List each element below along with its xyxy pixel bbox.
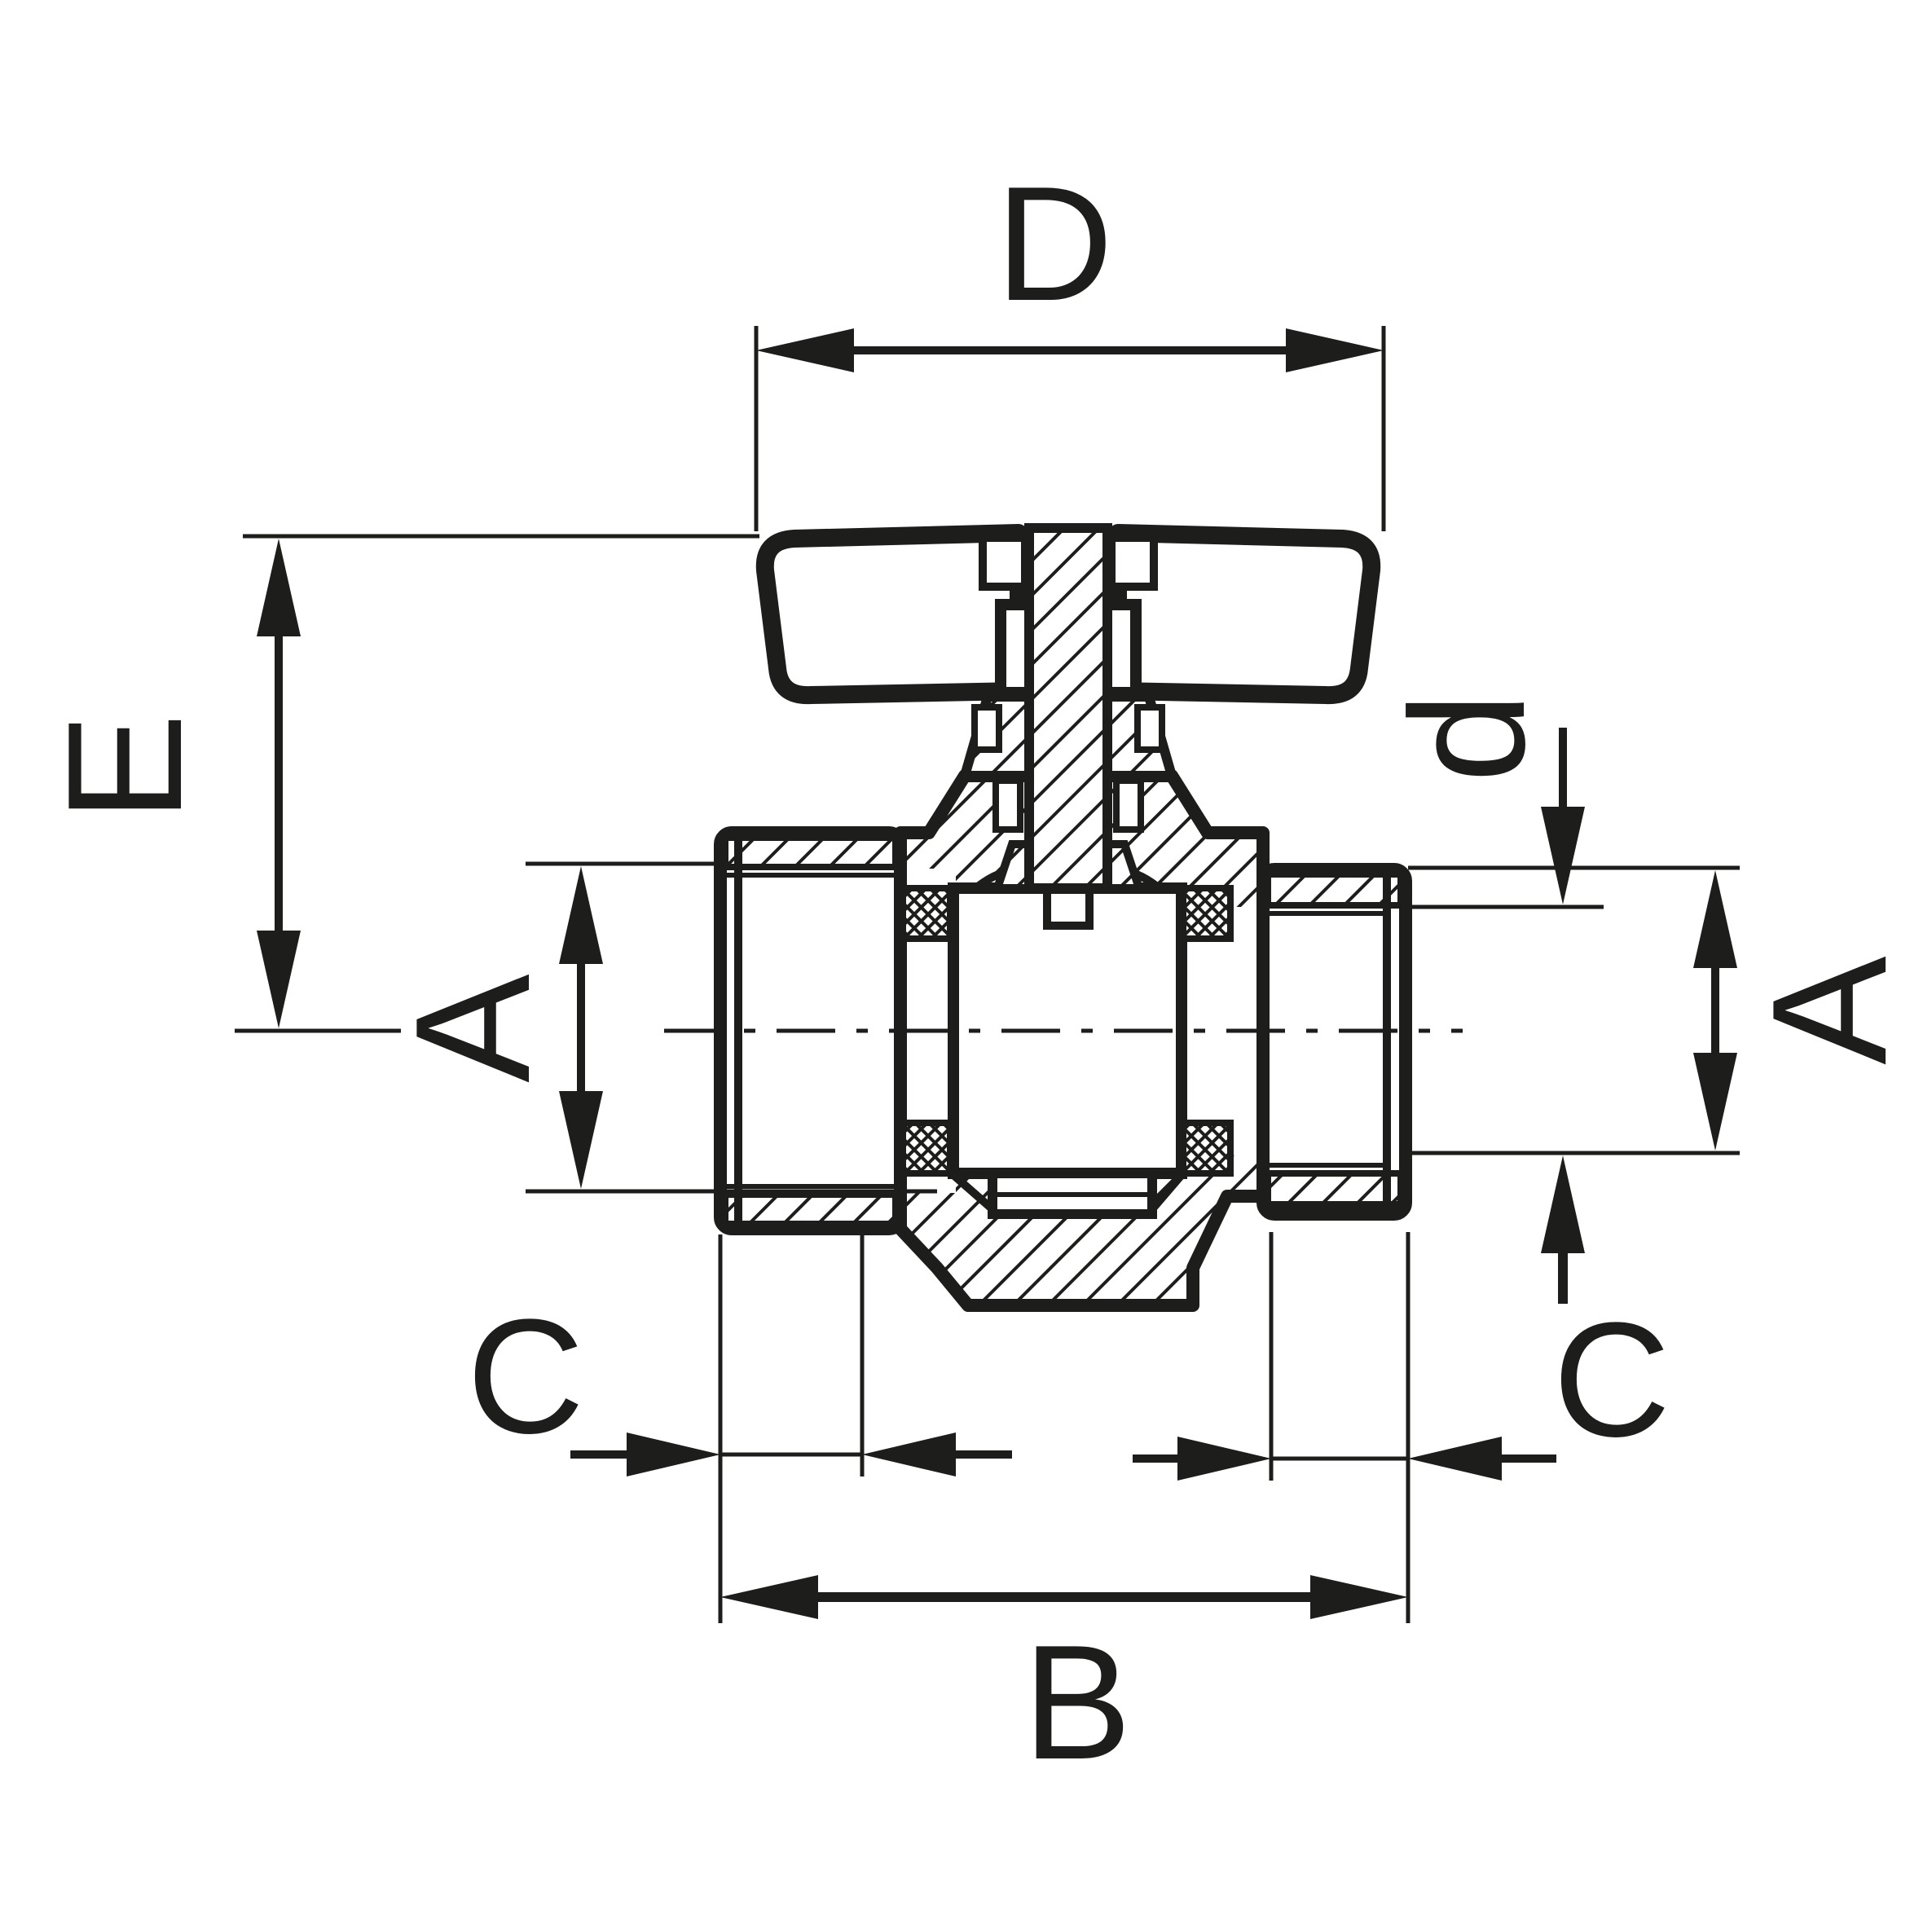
bottom-diagonal-right (1149, 1172, 1185, 1212)
handle-left-wing (755, 524, 1028, 705)
arrow-down-icon (257, 931, 301, 1028)
dimension-label-left-bore: A (382, 974, 564, 1083)
arrow-left-icon (756, 328, 854, 372)
dimension-A-right: A (1408, 865, 1921, 1155)
arrow-down-icon (559, 1091, 603, 1189)
arrow-up-icon (1693, 870, 1737, 968)
gland-seal-left (971, 704, 1002, 753)
right-port (1256, 863, 1412, 1221)
dimension-D: D (754, 153, 1386, 531)
right-port-bottom-wall (1265, 1170, 1404, 1208)
bottom-diagonal-left (950, 1172, 996, 1212)
arrow-up-icon (1541, 1155, 1585, 1253)
stem-nut-tab-right (1107, 534, 1158, 591)
dimension-label-total-length: B (1023, 1612, 1131, 1793)
dimension-C-right: C (1133, 1232, 1670, 1623)
dimension-label-stem-bore: d (1377, 692, 1559, 782)
arrow-up-icon (559, 866, 603, 964)
seat-bottom-right (1180, 1120, 1234, 1177)
dimension-label-left-thread: C (467, 1286, 584, 1468)
ball-assembly (900, 866, 1234, 1219)
stem-ball-slot (1043, 886, 1094, 930)
stem-nut-tab-left (979, 534, 1029, 591)
valve-stem (992, 523, 1145, 893)
right-port-top-wall (1265, 871, 1404, 909)
gland-seal-right (1134, 704, 1165, 753)
arrow-right-icon (627, 1432, 720, 1477)
dimension-E: E (34, 534, 759, 1033)
dimension-label-right-bore: A (1739, 956, 1921, 1065)
arrow-left-icon (862, 1432, 956, 1477)
seat-bottom-left (900, 1120, 953, 1177)
dimension-label-right-thread: C (1553, 1289, 1670, 1471)
valve-drawing (714, 523, 1412, 1312)
dimension-label-height: E (34, 713, 216, 821)
arrow-down-icon (1693, 1053, 1737, 1151)
seat-top-left (900, 885, 953, 942)
dimension-A-left: A (382, 861, 937, 1194)
left-port-bottom-wall (722, 1191, 899, 1227)
right-port-outline (1256, 863, 1412, 1221)
dimension-label-handle-width: D (996, 153, 1113, 335)
handle-right-wing (1109, 524, 1381, 705)
dimension-B: B (720, 1575, 1408, 1793)
arrow-right-icon (1286, 328, 1384, 372)
arrow-up-icon (257, 539, 301, 636)
packing-ring-left (992, 777, 1023, 833)
dimension-d: d (1377, 692, 1604, 1304)
arrow-right-icon (1310, 1575, 1408, 1619)
stem-shaft (1024, 523, 1112, 893)
dimension-C-left: C (467, 1234, 1012, 1623)
seat-top-right (1180, 885, 1234, 942)
packing-ring-right (1113, 777, 1144, 833)
arrow-right-icon (1177, 1437, 1271, 1481)
arrow-left-icon (1408, 1437, 1502, 1481)
arrow-down-icon (1541, 807, 1585, 904)
arrow-left-icon (720, 1575, 818, 1619)
left-port-top-wall (722, 834, 899, 870)
